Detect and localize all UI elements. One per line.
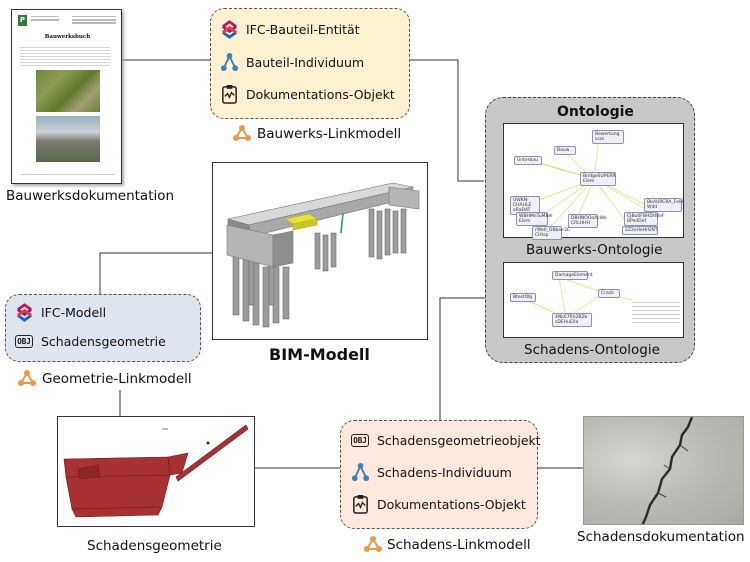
schadens-link-label-geometrie: Schadensgeometrieobjekt [377, 432, 541, 448]
document-logo-icon: P [18, 15, 27, 26]
document-footer-line [20, 174, 115, 175]
geometrie-linkmodell-caption: Geometrie-Linkmodell [42, 371, 192, 387]
ontology-node: Crack [598, 289, 620, 298]
bauwerksdokumentation-document: P Bauwerksbuch [11, 9, 122, 184]
document-clipboard-icon [219, 84, 239, 104]
bauwerks-link-item-doku: Dokumentations-Objekt [219, 84, 395, 104]
schadensdokumentation-caption: Schadensdokumentation [577, 529, 745, 545]
schadens-link-label-individuum: Schadens-Individuum [377, 464, 512, 480]
document-aerial-photo [36, 70, 100, 112]
ontology-node: DamageElement [552, 271, 593, 280]
bauwerksdokumentation-caption: Bauwerksdokumentation [6, 188, 175, 204]
schadens-link-item-doku: Dokumentations-Objekt [350, 494, 526, 514]
document-title: Bauwerksbuch [44, 34, 91, 40]
document-clipboard-icon [350, 494, 370, 514]
damage-geometry-model [63, 424, 249, 518]
schadens-link-item-geometrie: OBJ Schadensgeometrieobjekt [350, 430, 541, 450]
bauwerks-link-item-ifc: IFC-Bauteil-Entität [219, 19, 360, 39]
ontology-node: BtestObj [510, 293, 536, 302]
bim-model-view [212, 162, 428, 340]
bim-model-caption: BIM-Modell [269, 345, 370, 364]
ontology-node: Bauw [554, 146, 576, 155]
connector-bauwerks-link-to-ontology [410, 59, 484, 182]
ontology-node: 2Z2xHeHrGNT [622, 226, 658, 235]
document-text-lines [20, 45, 110, 67]
schadens-linkmodell-link-icon [364, 536, 382, 556]
triangle-node-icon [219, 52, 239, 72]
schadens-ontology-graph: DamageElement BtestObj Crack 4Nk67Rh2B2b… [503, 262, 684, 338]
bridge-3d-model [226, 182, 420, 328]
connector-schadens-link-to-ontology [439, 297, 502, 420]
geometrie-link-item-ifc: IFC-Modell [14, 302, 106, 322]
document-header-lines-right [72, 16, 116, 18]
schadensgeometrie-view [57, 416, 255, 527]
bauwerks-linkmodell-link-icon [233, 125, 251, 145]
schadens-ontologie-caption: Schadens-Ontologie [524, 342, 660, 358]
schadens-linkmodell-box [340, 420, 538, 529]
schadensgeometrie-caption: Schadensgeometrie [87, 538, 222, 554]
obj-file-icon: OBJ [15, 334, 33, 348]
schadens-linkmodell-caption: Schadens-Linkmodell [387, 537, 531, 553]
ontology-node: Unterbau [514, 156, 542, 165]
geometrie-link-label-schadensgeometrie: Schadensgeometrie [41, 333, 166, 349]
bauwerks-link-item-bauteil: Bauteil-Individuum [219, 52, 364, 72]
document-bridge-photo [36, 116, 100, 162]
bauwerks-ontologie-caption: Bauwerks-Ontologie [526, 242, 663, 258]
geometrie-link-label-ifc: IFC-Modell [41, 304, 107, 320]
schadens-link-label-doku: Dokumentations-Objekt [377, 496, 526, 512]
triangle-node-icon [350, 462, 370, 482]
bauwerks-link-label-bauteil: Bauteil-Individuum [246, 54, 365, 70]
bauwerks-linkmodell-caption: Bauwerks-Linkmodell [257, 126, 402, 142]
document-header-lines [31, 16, 59, 18]
bauwerks-linkmodell-box [210, 8, 410, 119]
connector-geometrie-link-to-bim [99, 252, 212, 300]
ifc-logo-icon [14, 302, 34, 322]
schadensdokumentation-crack-photo [583, 416, 744, 525]
schadens-link-item-individuum: Schadens-Individuum [350, 462, 512, 482]
geometrie-link-item-schadensgeometrie: OBJ Schadensgeometrie [14, 331, 166, 351]
ontology-property-list [632, 299, 680, 325]
ifc-logo-icon [219, 19, 239, 39]
geometrie-linkmodell-box [5, 294, 201, 362]
ontologie-title: Ontologie [557, 104, 634, 120]
geometrie-linkmodell-link-icon [18, 370, 36, 390]
bauwerks-link-label-ifc: IFC-Bauteil-Entität [246, 21, 360, 37]
bauwerks-link-label-doku: Dokumentations-Objekt [246, 86, 395, 102]
obj-file-icon: OBJ [351, 433, 369, 447]
